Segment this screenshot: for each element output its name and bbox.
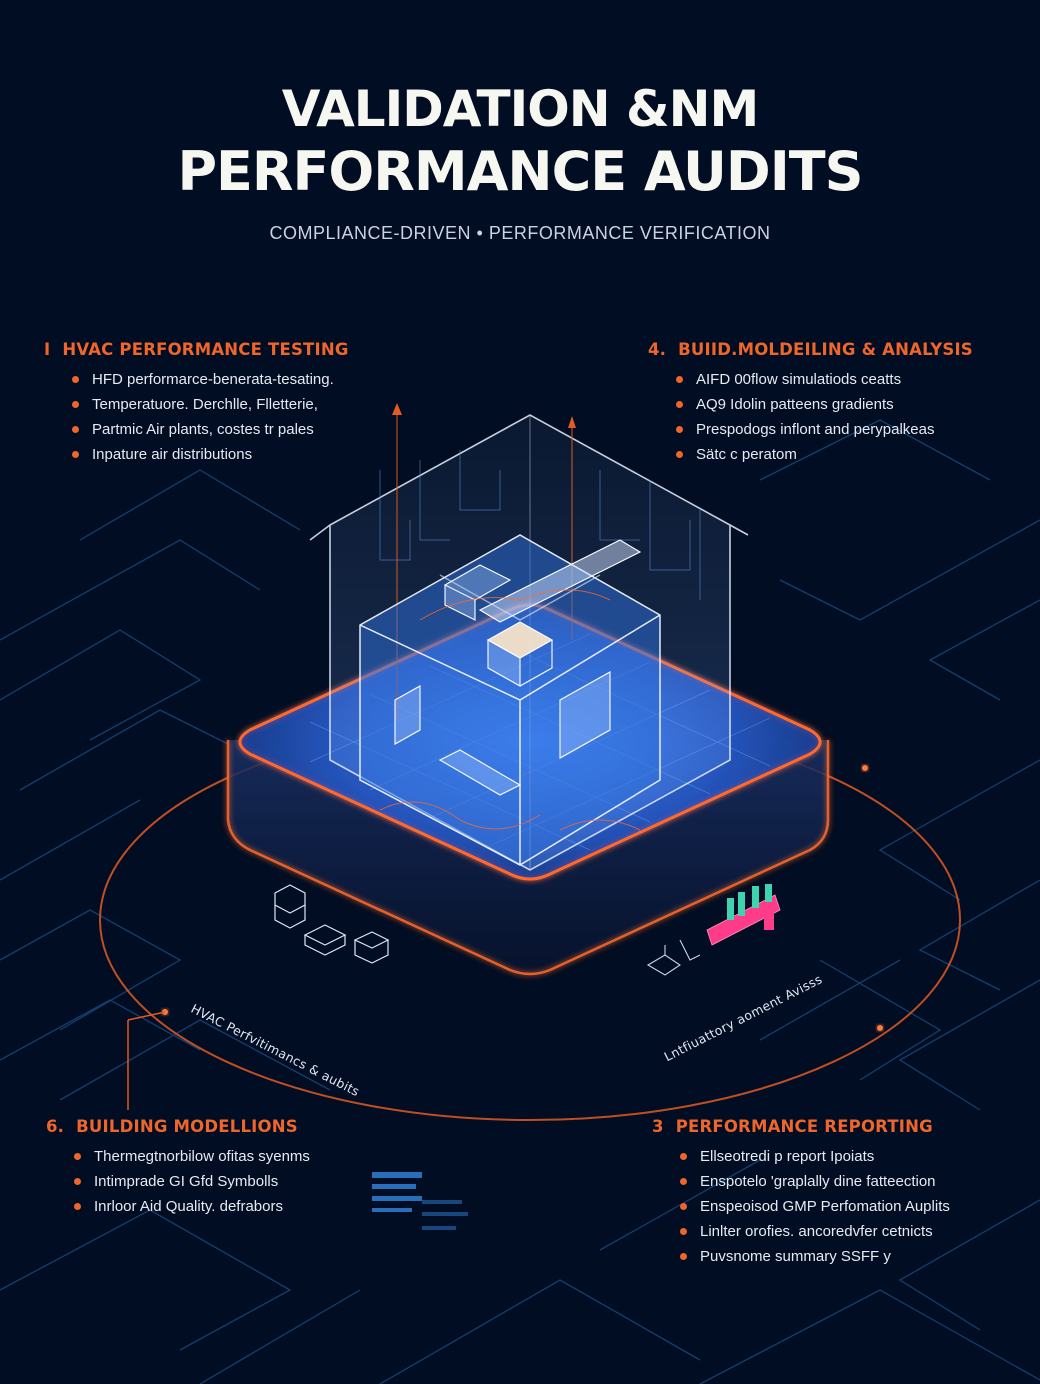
hvac-unit-icon — [274, 884, 390, 964]
bullet-dot-icon — [74, 1203, 81, 1210]
bullet-dot-icon — [72, 401, 79, 408]
list-item: Partmic Air plants, costes tr pales — [72, 417, 349, 442]
section-heading: 4. BUIID.MOLDEILING & ANALYSIS — [648, 340, 973, 359]
bullet-dot-icon — [680, 1228, 687, 1235]
list-item: Thermegtnorbilow ofitas syenms — [74, 1144, 310, 1169]
list-item: Temperatuore. Derchlle, Flletterie, — [72, 392, 349, 417]
section-number: 6. — [46, 1117, 65, 1136]
bullet-list: Ellseotredi p report Ipoiats Enspotelo '… — [652, 1144, 950, 1269]
section-title: BUILDING MODELLIONS — [76, 1117, 298, 1136]
section-building-modellions: 6. BUILDING MODELLIONS Thermegtnorbilow o… — [46, 1117, 310, 1219]
list-item: AIFD 00flow simulatiods ceatts — [676, 367, 973, 392]
section-title: PERFORMANCE REPORTING — [675, 1117, 933, 1136]
bullet-dot-icon — [680, 1178, 687, 1185]
list-item: AQ9 Idolin patteens gradients — [676, 392, 973, 417]
section-title: BUIID.MOLDEILING & ANALYSIS — [678, 340, 973, 359]
section-heading: 3 PERFORMANCE REPORTING — [652, 1117, 950, 1136]
bullet-list: HFD performarce-benerata-tesating. Tempe… — [44, 367, 349, 467]
page-subtitle: COMPLIANCE-DRIVEN • PERFORMANCE VERIFICA… — [269, 223, 771, 243]
section-number: 3 — [652, 1117, 664, 1136]
list-item: Sätc c peratom — [676, 442, 973, 467]
bullet-dot-icon — [72, 451, 79, 458]
bullet-dot-icon — [676, 376, 683, 383]
list-item: Intimprade GI Gfd Symbolls — [74, 1169, 310, 1194]
section-heading: 6. BUILDING MODELLIONS — [46, 1117, 310, 1136]
bullet-dot-icon — [72, 376, 79, 383]
bullet-dot-icon — [72, 426, 79, 433]
server-rack-icon — [372, 1172, 468, 1230]
list-item: Enspotelo 'graplally dine fatteection — [680, 1169, 950, 1194]
list-item: Puvsnome summary SSFF y — [680, 1244, 950, 1269]
bullet-list: AIFD 00flow simulatiods ceatts AQ9 Idoli… — [648, 367, 973, 467]
page-title-line2: PERFORMANCE AUDITS — [177, 140, 863, 203]
page-title-line1: VALIDATION &NM — [281, 80, 759, 138]
list-item: Inrloor Aid Quality. defrabors — [74, 1194, 310, 1219]
bullet-dot-icon — [680, 1203, 687, 1210]
bullet-dot-icon — [74, 1178, 81, 1185]
bullet-dot-icon — [676, 451, 683, 458]
section-title: HVAC PERFORMANCE TESTING — [62, 340, 349, 359]
bullet-dot-icon — [676, 426, 683, 433]
section-hvac-performance-testing: I HVAC PERFORMANCE TESTING HFD performarc… — [44, 340, 349, 467]
list-item: Inpature air distributions — [72, 442, 349, 467]
list-item: Enspeoisod GMP Perfomation Auplits — [680, 1194, 950, 1219]
list-item: HFD performarce-benerata-tesating. — [72, 367, 349, 392]
list-item: Prespodogs inflont and perypalkeas — [676, 417, 973, 442]
section-heading: I HVAC PERFORMANCE TESTING — [44, 340, 349, 359]
list-item: Linlter orofies. ancoredvfer cetnicts — [680, 1219, 950, 1244]
bullet-list: Thermegtnorbilow ofitas syenms Intimprad… — [46, 1144, 310, 1219]
bullet-dot-icon — [676, 401, 683, 408]
list-item: Ellseotredi p report Ipoiats — [680, 1144, 950, 1169]
bullet-dot-icon — [680, 1253, 687, 1260]
section-build-modelling-analysis: 4. BUIID.MOLDEILING & ANALYSIS AIFD 00flo… — [648, 340, 973, 467]
bullet-dot-icon — [680, 1153, 687, 1160]
bullet-dot-icon — [74, 1153, 81, 1160]
section-number: I — [44, 340, 51, 359]
circuit-lines — [0, 419, 1040, 1384]
pipe-fittings-icon — [646, 939, 701, 976]
section-performance-reporting: 3 PERFORMANCE REPORTING Ellseotredi p rep… — [652, 1117, 950, 1269]
bar-chart-icon — [706, 884, 781, 946]
section-number: 4. — [648, 340, 667, 359]
